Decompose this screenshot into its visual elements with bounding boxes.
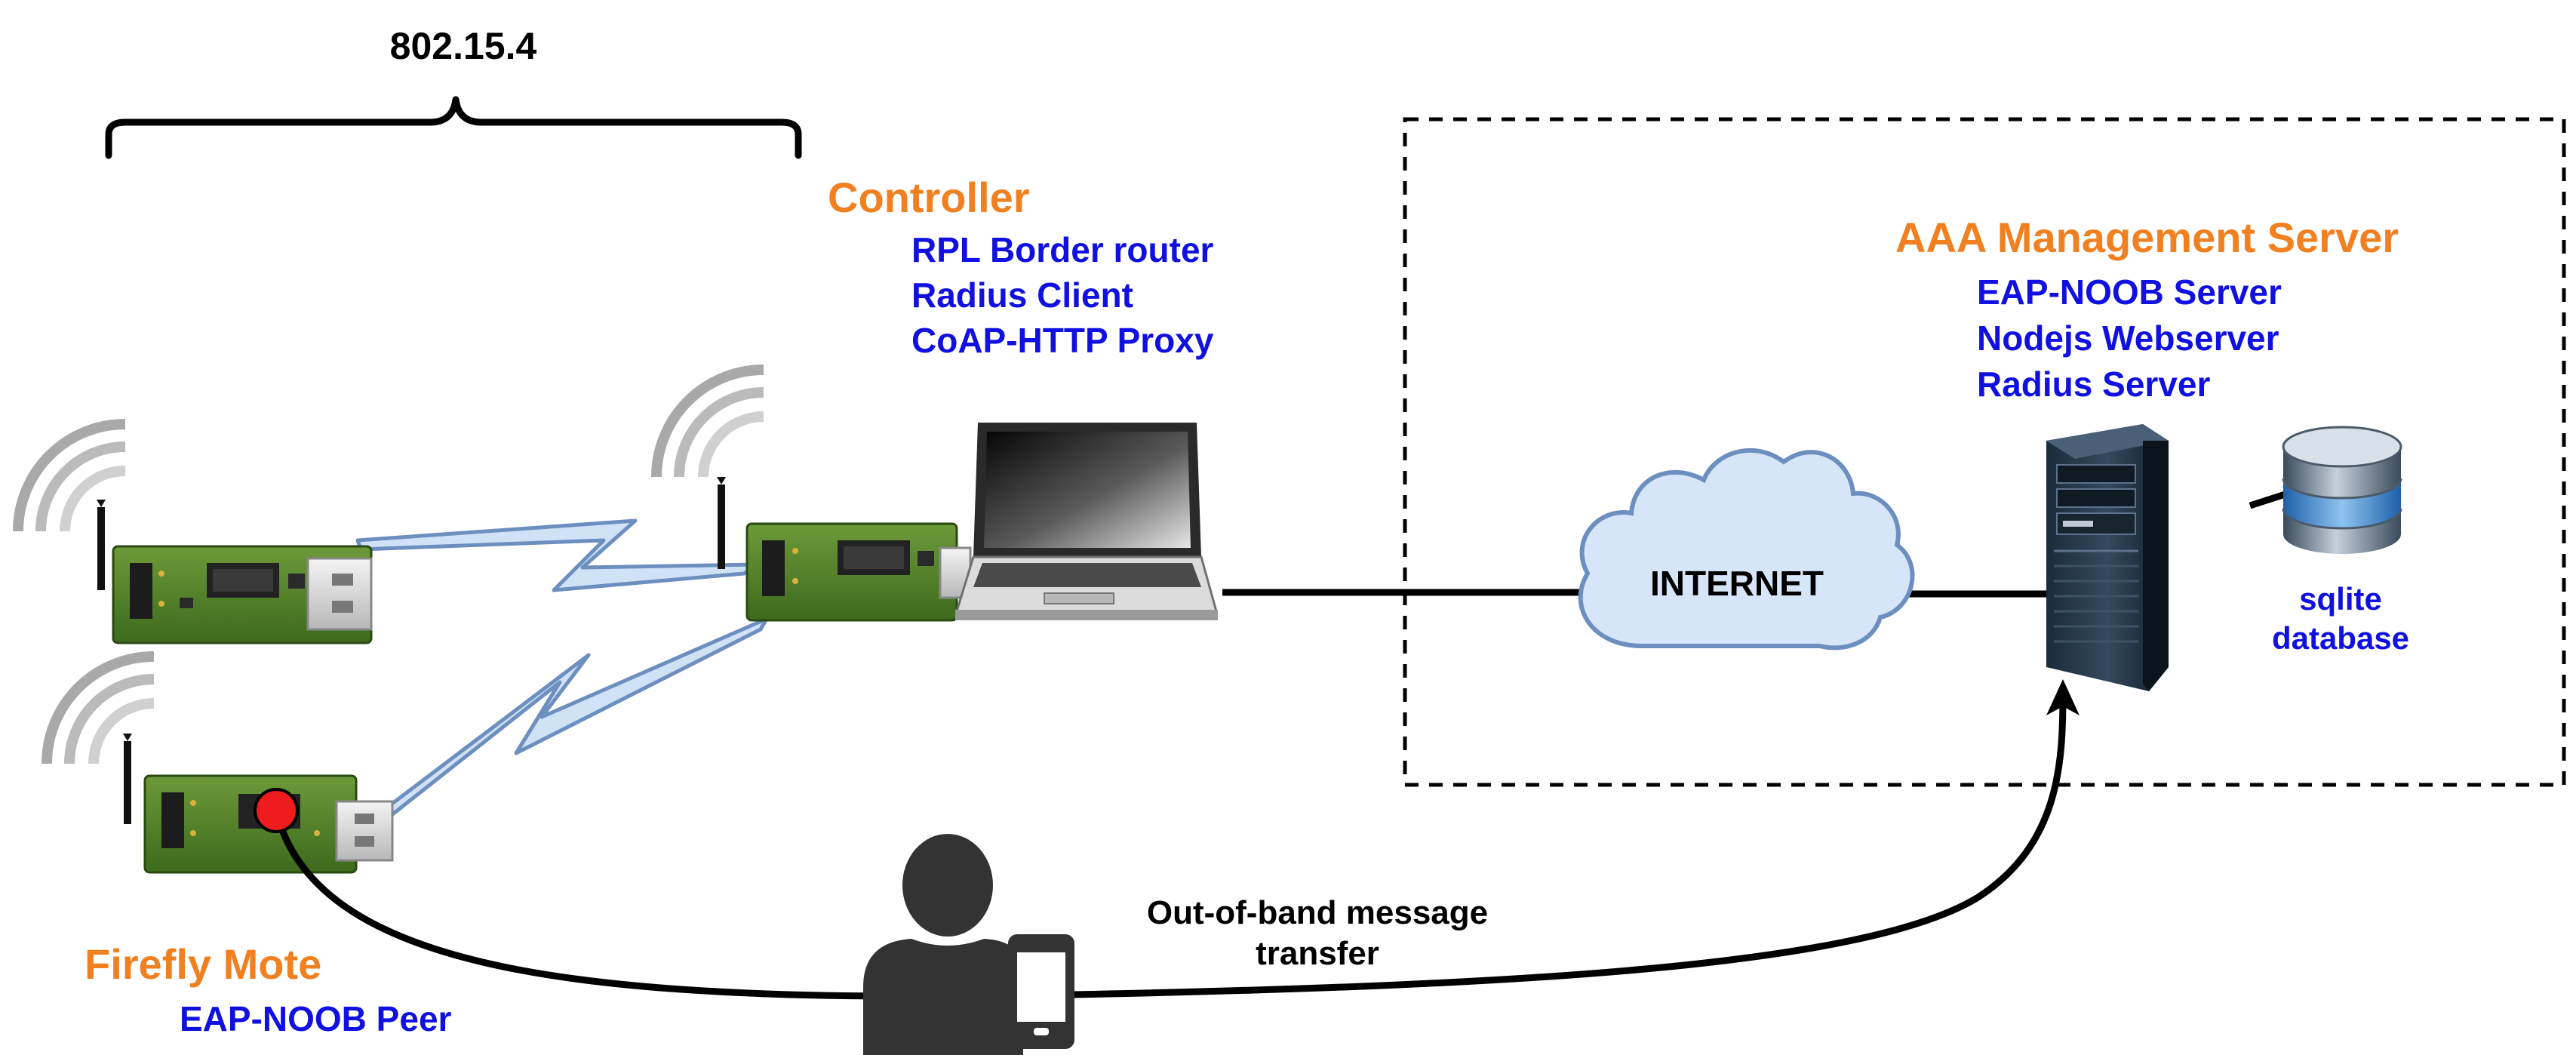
database-label-sqlite: sqlite <box>2299 581 2382 617</box>
controller-line-rpl: RPL Border router <box>911 230 1214 269</box>
database-icon <box>2282 426 2402 554</box>
server-title: AAA Management Server <box>1895 214 2399 261</box>
out-of-band-arrow <box>272 689 2067 1000</box>
range-brace <box>105 96 802 159</box>
controller-title: Controller <box>828 174 1030 221</box>
server-line-eap-noob: EAP-NOOB Server <box>1977 272 2282 312</box>
label-802-15-4: 802.15.4 <box>390 25 537 67</box>
firefly-mote-title: Firefly Mote <box>85 940 321 988</box>
server-line-nodejs: Nodejs Webserver <box>1977 318 2279 358</box>
server-line-radius: Radius Server <box>1977 364 2210 404</box>
sensor-mote-controller <box>651 364 972 622</box>
smartphone-icon <box>1008 934 1074 1049</box>
wireless-link-bolt-upper <box>355 518 760 592</box>
wireless-link-bolt-lower <box>357 617 769 837</box>
internet-cloud <box>1578 448 1915 651</box>
user-person-icon <box>863 834 1023 1055</box>
server-tower <box>2046 424 2169 691</box>
firefly-mote <box>41 651 394 874</box>
internet-label: INTERNET <box>1650 564 1824 603</box>
oob-label-line2: transfer <box>1256 935 1379 972</box>
laptop-controller <box>954 423 1218 620</box>
oob-label-line1: Out-of-band message <box>1147 894 1488 931</box>
controller-line-coap: CoAP-HTTP Proxy <box>911 321 1214 360</box>
firefly-mote-subtitle: EAP-NOOB Peer <box>180 999 452 1038</box>
database-label-database: database <box>2272 620 2409 656</box>
out-of-band-arrowhead <box>2046 679 2080 715</box>
controller-line-radius: Radius Client <box>911 275 1133 315</box>
server-network-boundary <box>1403 117 2566 787</box>
mote-led-indicator <box>254 788 299 833</box>
sensor-mote-1 <box>13 419 373 644</box>
